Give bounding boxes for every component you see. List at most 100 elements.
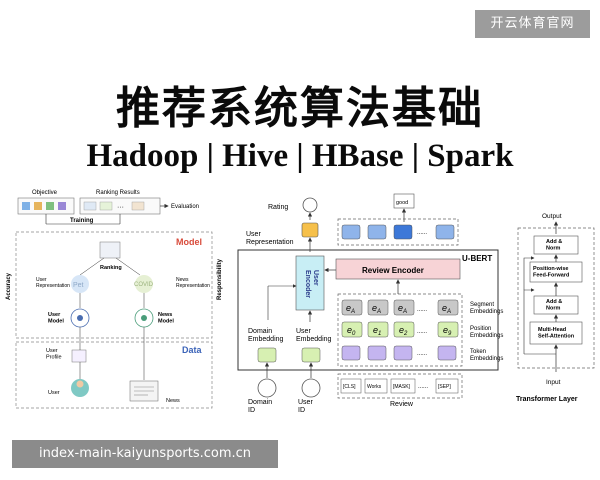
ranking-results-label: Ranking Results (96, 190, 140, 196)
segment-text-3: eA (398, 303, 407, 315)
output-vector-4 (435, 224, 455, 240)
token-vector-4 (437, 345, 457, 361)
training-label: Training (70, 218, 94, 224)
objective-label: Objective (32, 190, 58, 196)
segment-cell-2 (367, 299, 389, 316)
ranking-icon (99, 241, 121, 259)
user-profile-icon (71, 349, 87, 363)
position-cell-4 (437, 321, 459, 338)
objective-icon-2 (34, 202, 42, 210)
token-dots: ...... (417, 351, 427, 357)
left-diagram: Objective Ranking Results ··· Evaluation… (6, 190, 223, 409)
embeddings-box (337, 293, 463, 367)
token-embeddings-row: ...... (341, 345, 457, 361)
review-label: Review (390, 401, 414, 408)
review-encoder-box (335, 258, 461, 280)
token-vector-1 (341, 345, 361, 361)
position-embeddings-row: e0 e1 e2 ...... e9 (341, 321, 459, 338)
watermark-badge: 开云体育官网 (475, 10, 590, 38)
objective-icon-4 (58, 202, 66, 210)
page-subtitle: Hadoop | Hive | HBase | Spark (86, 138, 514, 174)
news-label: News (166, 398, 180, 404)
model-section-box (15, 231, 213, 339)
pet-bubble (71, 275, 89, 293)
objective-icon-3 (46, 202, 54, 210)
covid-bubble (135, 275, 153, 293)
output-dots: ...... (417, 230, 427, 236)
domain-embedding-vector (257, 347, 277, 363)
ranking-label: Ranking (100, 265, 122, 271)
position-cell-2 (367, 321, 389, 338)
segment-cell-3 (393, 299, 415, 316)
token-sep-label: [SEP] (438, 384, 451, 390)
add-norm-bottom-label: Add &Norm (546, 299, 562, 311)
data-section-label: Data (182, 345, 203, 355)
token-works-label: Works (367, 384, 382, 390)
responsibility-label: Responsibility (217, 258, 223, 300)
user-id-node (301, 378, 321, 398)
token-mask (390, 378, 416, 394)
url-watermark: index-main-kaiyunsports.com.cn (12, 440, 278, 468)
page-title: 推荐系统算法基础 (116, 83, 484, 134)
position-text-1: e0 (347, 325, 356, 337)
ranking-link-right (115, 257, 141, 276)
token-works (364, 378, 388, 394)
position-text-4: e9 (443, 325, 452, 337)
position-cell-3 (393, 321, 415, 338)
token-vector-2 (367, 345, 387, 361)
good-token (393, 193, 415, 209)
user-embedding-vector (301, 347, 321, 363)
segment-cell-4 (437, 299, 459, 316)
user-avatar-icon (71, 379, 89, 397)
user-encoder-label: UserEncoder (304, 270, 319, 298)
add-norm-top-box (533, 235, 579, 255)
ubert-frame (237, 249, 499, 371)
user-label: User (48, 390, 60, 396)
segment-text-2: eA (372, 303, 381, 315)
output-label: Output (542, 213, 562, 220)
feed-forward-box (529, 261, 583, 283)
position-text-2: e1 (373, 325, 381, 337)
good-label: good (396, 200, 408, 206)
review-encoder-label: Review Encoder (362, 266, 424, 275)
accuracy-label: Accuracy (6, 272, 12, 300)
result-card-3 (131, 201, 145, 211)
ranking-link-left (79, 257, 105, 276)
transformer-layer-box (517, 227, 595, 369)
token-cls-label: [CLS] (343, 384, 356, 390)
news-model-node-icon (141, 315, 147, 321)
result-card-2 (99, 201, 113, 211)
token-sep (435, 378, 459, 394)
results-dots: ··· (117, 204, 124, 211)
token-mask-label: [MASK] (393, 384, 411, 390)
model-section-label: Model (176, 237, 202, 247)
input-label: Input (546, 379, 561, 386)
covid-label: COVID (134, 282, 154, 288)
output-vectors-box (337, 218, 459, 246)
position-dots: ...... (417, 329, 427, 335)
ubert-label: U-BERT (462, 254, 492, 263)
add-norm-bottom-box (533, 295, 579, 315)
domain-id-node (257, 378, 277, 398)
residual-connection-2 (523, 256, 535, 290)
position-cell-1 (341, 321, 363, 338)
objective-icon-1 (22, 202, 30, 210)
attention-box (529, 321, 583, 345)
data-section-box (15, 341, 213, 409)
segment-text-1: eA (346, 303, 355, 315)
position-text-3: e2 (399, 325, 408, 337)
